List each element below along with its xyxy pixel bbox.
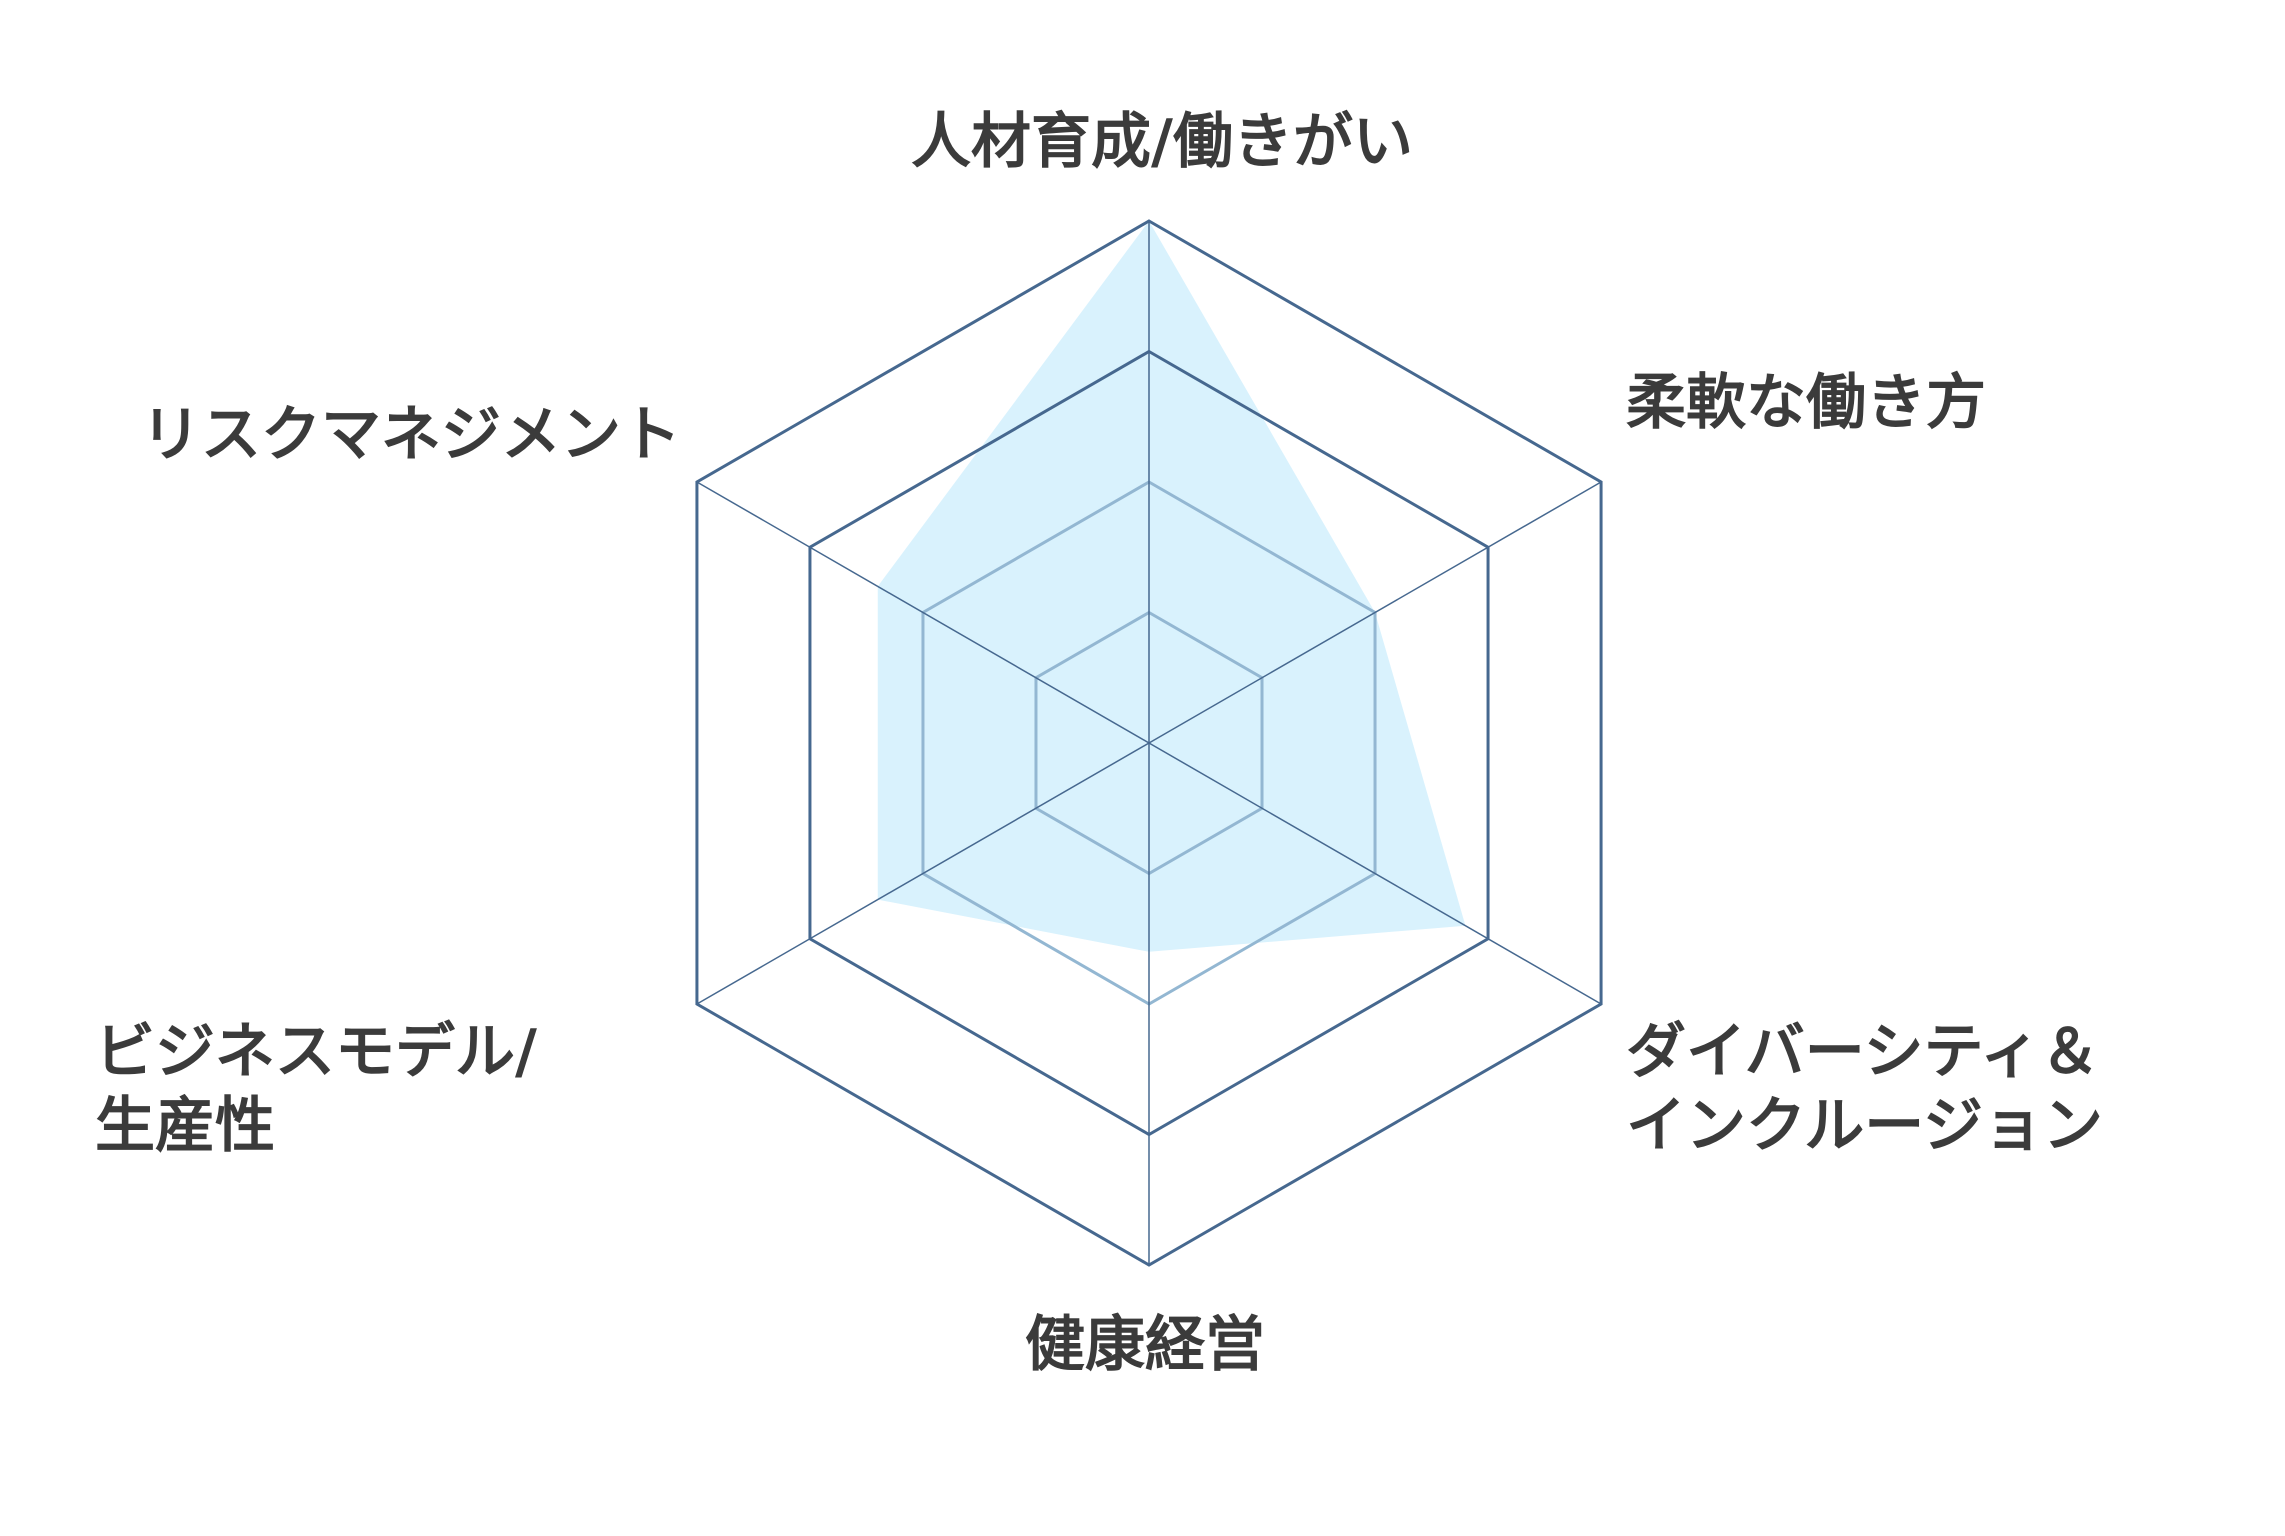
axis-label-3: 健康経営 (1025, 1308, 1265, 1382)
axis-label-line: 柔軟な働き方 (1626, 368, 1986, 438)
axis-label-1: 柔軟な働き方 (1626, 366, 1986, 440)
axis-spoke-5 (696, 481, 1150, 744)
axis-label-line: リスクマネジメント (141, 400, 681, 470)
axis-label-5: リスクマネジメント (141, 398, 681, 472)
data-area (877, 221, 1466, 952)
axis-label-line: ダイバーシティ＆ (1626, 1017, 2100, 1087)
axis-spoke-2 (1148, 742, 1602, 1005)
axis-spoke-4 (696, 742, 1150, 1005)
axis-label-line: 健康経営 (1025, 1310, 1265, 1380)
axis-label-2: ダイバーシティ＆ インクルージョン (1626, 1015, 2103, 1163)
axis-label-line: 人材育成/働きがい (911, 107, 1413, 177)
axis-label-4: ビジネスモデル/ 生産性 (95, 1015, 537, 1163)
axis-label-line: 生産性 (95, 1091, 275, 1161)
axis-label-line: ビジネスモデル/ (95, 1017, 537, 1087)
axis-label-0: 人材育成/働きがい (911, 105, 1413, 179)
axis-label-line: インクルージョン (1626, 1091, 2103, 1161)
